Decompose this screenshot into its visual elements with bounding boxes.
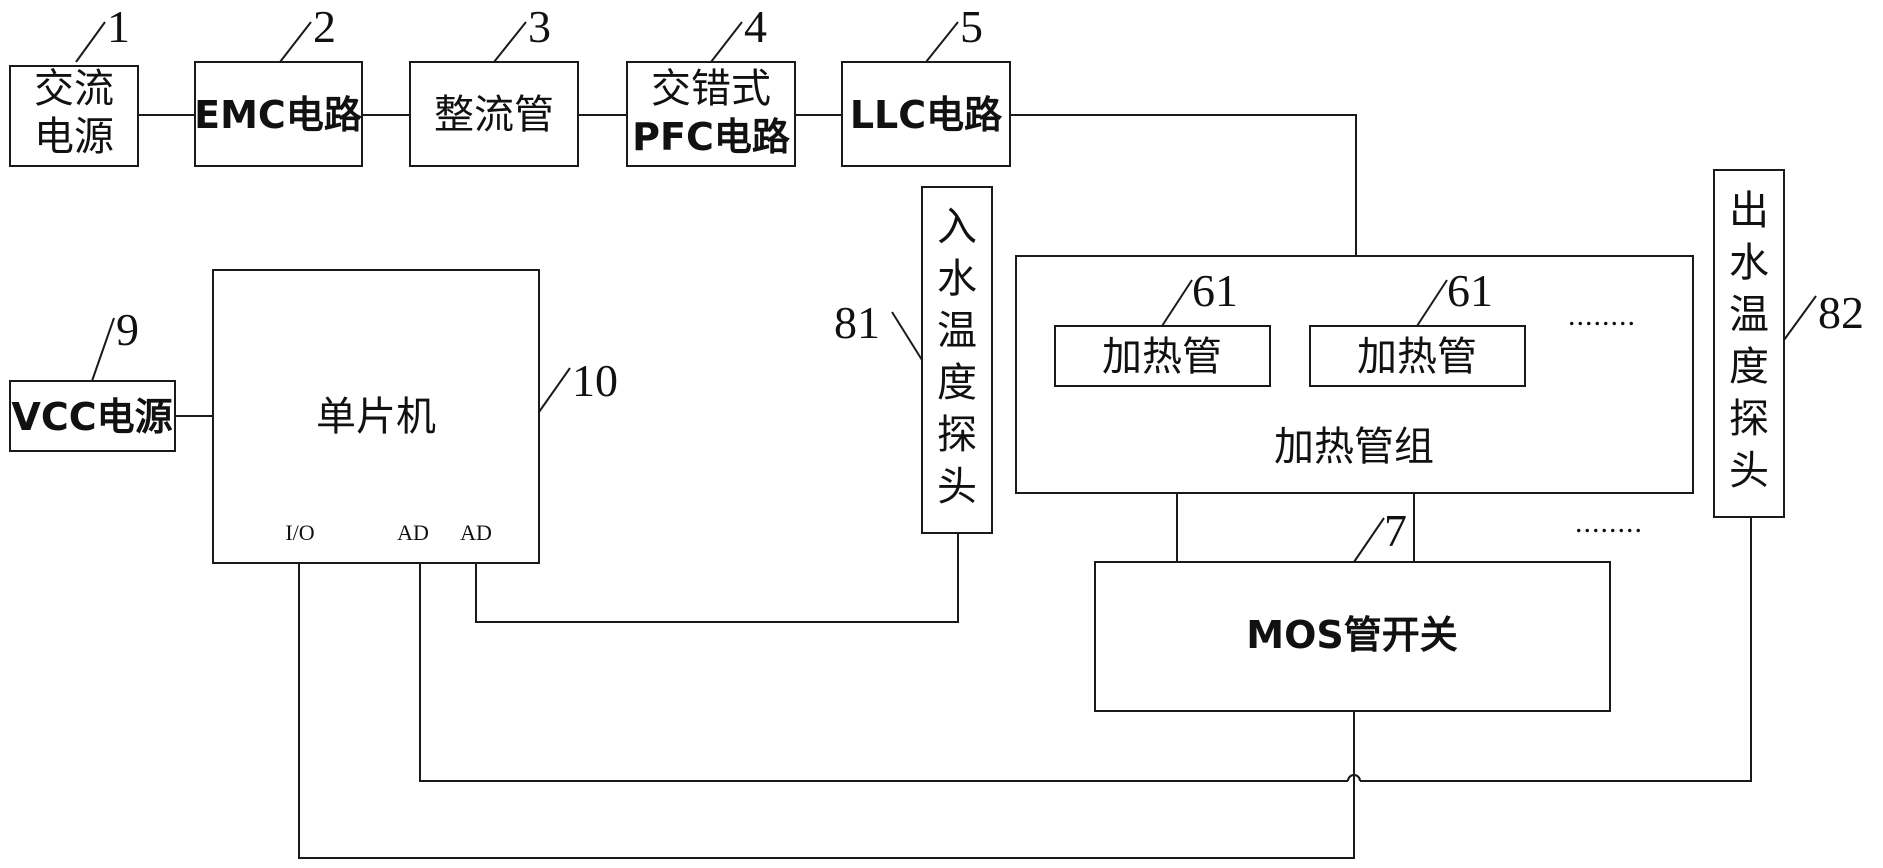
wire-mcu-inlet-probe xyxy=(475,533,959,623)
outlet-probe-char: 探 xyxy=(1729,396,1769,442)
ac-power-line1: 交流 xyxy=(34,66,114,112)
pfc-block: 交错式 PFC电路 4 xyxy=(626,1,796,167)
llc-block: LLC电路 5 xyxy=(841,1,1011,167)
outlet-probe-char: 水 xyxy=(1729,240,1769,286)
pfc-line1: 交错式 xyxy=(651,66,771,112)
ref-leader xyxy=(1161,279,1193,327)
ref-leader xyxy=(75,21,106,63)
heater-group-block: 加热管 61 加热管 61 ........ 加热管组 xyxy=(1015,255,1694,494)
outlet-probe-char: 温 xyxy=(1729,292,1769,338)
mcu-port-ad-2: AD xyxy=(460,520,492,545)
ref-leader xyxy=(493,21,527,63)
outlet-probe-block: 出 水 温 度 探 头 82 xyxy=(1713,169,1864,518)
ref-number: 61 xyxy=(1192,265,1238,316)
inlet-probe-char: 头 xyxy=(937,464,977,510)
ref-number: 10 xyxy=(572,355,618,406)
ref-number: 82 xyxy=(1818,287,1864,338)
emc-label: EMC电路 xyxy=(194,93,363,137)
ref-number: 81 xyxy=(834,297,880,348)
ref-leader xyxy=(1416,279,1448,327)
heater-tube-1 xyxy=(1054,325,1271,387)
heater-tube-2 xyxy=(1309,325,1526,387)
ref-leader xyxy=(1353,517,1385,563)
ref-leader xyxy=(279,21,312,63)
wire-llc-heater xyxy=(1010,114,1357,256)
mcu-port-ad-1: AD xyxy=(397,520,429,545)
ref-number: 9 xyxy=(116,304,139,355)
heater-tube-label: 加热管 xyxy=(1102,334,1222,380)
ref-leader xyxy=(710,21,743,63)
mcu-port-io: I/O xyxy=(285,520,314,545)
mcu-block: 单片机 I/O AD AD 10 xyxy=(212,269,618,564)
ref-number: 4 xyxy=(744,1,767,52)
rectifier-block: 整流管 3 xyxy=(409,1,579,167)
wire-mcu-ad-a xyxy=(419,563,1348,782)
outlet-probe-char: 度 xyxy=(1729,344,1769,390)
ref-number: 7 xyxy=(1384,505,1407,556)
ref-number: 3 xyxy=(528,1,551,52)
rectifier-label: 整流管 xyxy=(434,92,554,138)
pfc-line2: PFC电路 xyxy=(632,115,791,159)
ref-number: 5 xyxy=(960,1,983,52)
inlet-probe-block: 入 水 温 度 探 头 81 xyxy=(834,186,993,534)
inlet-probe-char: 入 xyxy=(937,204,977,250)
ac-power-block: 交流 电源 1 xyxy=(9,1,139,167)
vcc-label: VCC电源 xyxy=(11,395,172,439)
outlet-probe-char: 出 xyxy=(1729,188,1769,234)
inlet-probe-char: 温 xyxy=(937,308,977,354)
inlet-probe-char: 探 xyxy=(937,412,977,458)
mcu-label: 单片机 xyxy=(316,394,436,440)
wires xyxy=(138,114,1752,859)
ref-leader xyxy=(538,367,571,413)
vcc-block: VCC电源 9 xyxy=(9,304,176,452)
inlet-probe-char: 水 xyxy=(937,256,977,302)
mos-switch-block: MOS管开关 7 ........ xyxy=(1094,505,1643,712)
emc-block: EMC电路 2 xyxy=(194,1,363,167)
ref-number: 2 xyxy=(313,1,336,52)
heater-group-label: 加热管组 xyxy=(1274,424,1434,470)
ref-leader xyxy=(91,317,115,382)
ref-number: 1 xyxy=(107,1,130,52)
ref-number: 61 xyxy=(1447,265,1493,316)
inlet-probe-char: 度 xyxy=(937,360,977,406)
llc-label: LLC电路 xyxy=(850,93,1003,137)
ac-power-line2: 电源 xyxy=(34,114,114,160)
wire-mcu-io-mos xyxy=(298,563,1355,859)
mos-label: MOS管开关 xyxy=(1246,613,1458,657)
outlet-probe-char: 头 xyxy=(1729,448,1769,494)
ref-leader xyxy=(1783,295,1817,341)
wire-mcu-outlet-probe xyxy=(1360,517,1752,782)
ref-leader xyxy=(891,311,923,361)
heater-tubes-ellipsis: ........ xyxy=(1568,299,1636,332)
heater-tube-label: 加热管 xyxy=(1357,334,1477,380)
ref-leader xyxy=(925,21,959,63)
mos-ellipsis: ........ xyxy=(1575,506,1643,539)
